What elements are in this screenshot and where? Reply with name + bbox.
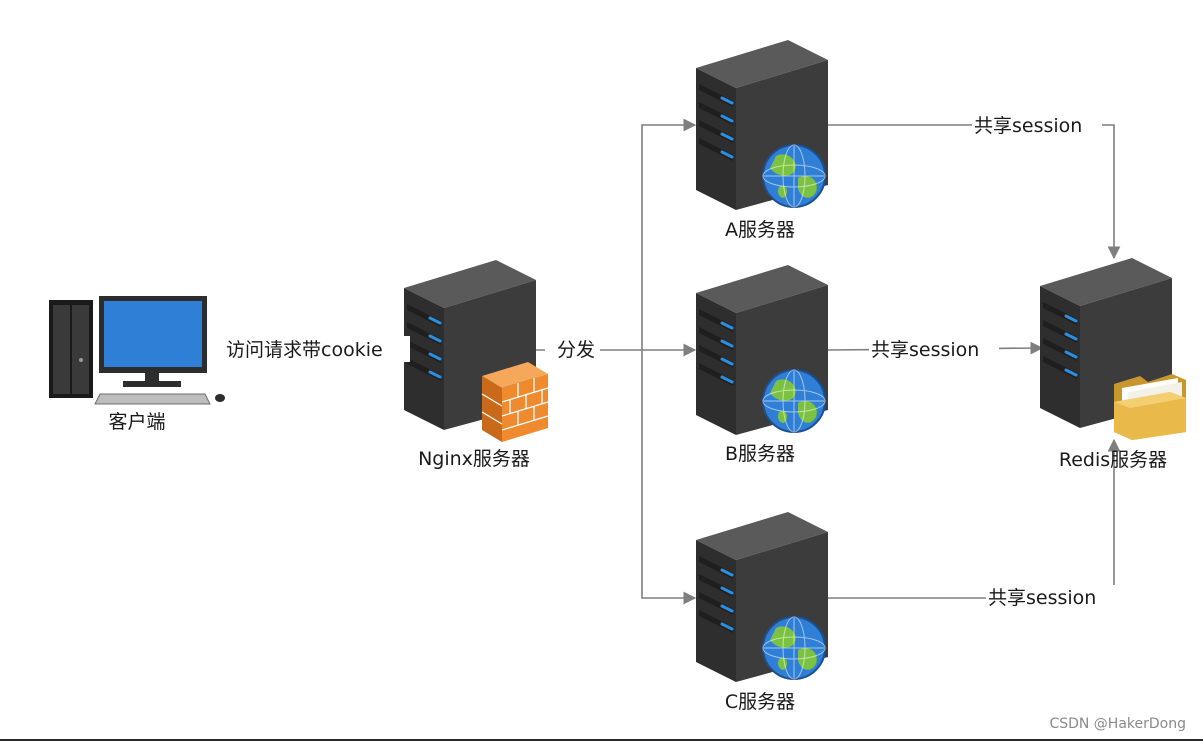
client-edge-label-bg bbox=[224, 336, 410, 362]
brick-wall-icon bbox=[481, 362, 549, 442]
server-globe-icon bbox=[694, 263, 830, 437]
share-b-label-bg bbox=[869, 337, 999, 363]
server-a-node[interactable]: A服务器 bbox=[694, 38, 830, 241]
nginx-node[interactable]: Nginx服务器 bbox=[402, 258, 549, 470]
share-c-label-bg bbox=[986, 585, 1116, 611]
server-globe-icon bbox=[694, 38, 830, 212]
server-b-label: B服务器 bbox=[725, 443, 795, 465]
server-firewall-icon bbox=[402, 258, 549, 442]
share-c-label: 共享session bbox=[988, 587, 1096, 609]
client-edge-label: 访问请求带cookie bbox=[226, 339, 383, 361]
share-a-label-bg bbox=[972, 113, 1102, 139]
share-a-label: 共享session bbox=[974, 115, 1082, 137]
dispatch-label-bg bbox=[555, 336, 599, 362]
server-globe-icon bbox=[694, 510, 830, 684]
server-b-node[interactable]: B服务器 bbox=[694, 263, 830, 465]
redis-node[interactable]: Redis服务器 bbox=[1038, 256, 1186, 471]
redis-label: Redis服务器 bbox=[1059, 449, 1167, 471]
desktop-computer-icon bbox=[49, 296, 225, 405]
server-a-label: A服务器 bbox=[725, 219, 795, 241]
server-c-label: C服务器 bbox=[725, 691, 795, 713]
dispatch-label: 分发 bbox=[557, 339, 595, 361]
folder-icon bbox=[1114, 374, 1186, 440]
server-c-node[interactable]: C服务器 bbox=[694, 510, 830, 713]
server-folder-icon bbox=[1038, 256, 1186, 440]
client-node[interactable]: 客户端 bbox=[49, 296, 225, 433]
dispatch-a-arrow bbox=[641, 118, 697, 350]
watermark: CSDN @HakerDong bbox=[1049, 716, 1186, 732]
dispatch-c-arrow bbox=[641, 350, 697, 605]
client-label: 客户端 bbox=[108, 411, 165, 433]
share-a-arrow bbox=[828, 124, 1121, 260]
nginx-label: Nginx服务器 bbox=[418, 448, 530, 470]
share-b-label: 共享session bbox=[871, 339, 979, 361]
